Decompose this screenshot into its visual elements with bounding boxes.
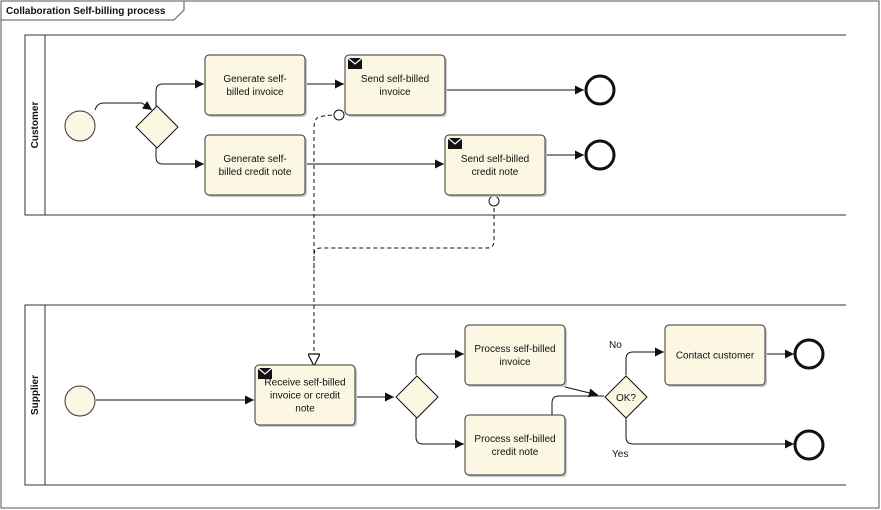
task-box <box>664 324 766 386</box>
task-label-line: invoice <box>379 87 411 98</box>
task-label-line: note <box>295 404 315 415</box>
title-tab: Collaboration Self-billing process <box>0 0 185 21</box>
message-flow-invoice <box>314 109 345 366</box>
task-box <box>204 54 306 116</box>
envelope-icon <box>257 367 273 379</box>
task-label-line: Receive self-billed <box>264 378 345 389</box>
task-gen-invoice: Generate self-billed invoice <box>204 54 307 117</box>
task-box <box>444 134 546 196</box>
flow-ok-to-end <box>625 417 794 449</box>
task-receive: Receive self-billed invoice or credit note <box>254 364 357 427</box>
task-send-invoice: Send self-billed invoice <box>344 54 447 117</box>
edge-label-yes: Yes <box>612 449 628 460</box>
end-event-ok <box>793 429 825 461</box>
flow-gateway-to-generate-invoice <box>155 79 204 106</box>
task-label-line: invoice or credit <box>270 391 340 402</box>
start-event-supplier <box>64 385 96 417</box>
task-label-line: Send self-billed <box>361 74 429 85</box>
task-send-credit: Send self-billed credit note <box>444 134 547 197</box>
task-label-line: Contact customer <box>676 351 755 362</box>
flow-gateway-to-process-credit <box>415 418 464 449</box>
pool-supplier: Supplier <box>24 304 846 486</box>
gateway-supplier <box>395 375 439 419</box>
task-label-line: billed credit note <box>219 167 292 178</box>
flow-process-credit-to-ok <box>551 395 604 415</box>
envelope-icon <box>447 137 463 149</box>
gateway-customer <box>135 105 179 149</box>
task-proc-invoice: Process self-billed invoice <box>464 324 567 387</box>
task-gen-credit: Generate self-billed credit note <box>204 134 307 197</box>
task-box <box>204 134 306 196</box>
task-label-line: invoice <box>499 357 531 368</box>
task-label-line: Generate self- <box>223 154 286 165</box>
flow-process-invoice-to-ok <box>564 386 599 398</box>
end-event-credit-sent <box>584 139 616 171</box>
task-box <box>254 364 356 426</box>
flow-gateway-to-process-invoice <box>415 349 464 375</box>
task-box <box>464 414 566 476</box>
diagram-title: Collaboration Self-billing process <box>6 6 166 17</box>
flow-gateway-to-generate-credit <box>155 148 204 169</box>
pool-customer: Customer <box>24 34 846 216</box>
task-label-line: billed invoice <box>226 87 284 98</box>
task-label-line: credit note <box>492 447 539 458</box>
flow-ok-to-contact <box>625 347 664 375</box>
task-label-line: Process self-billed <box>474 434 555 445</box>
lane-label-supplier: Supplier <box>30 375 41 415</box>
task-label-line: Process self-billed <box>474 344 555 355</box>
task-box <box>344 54 446 116</box>
task-label-line: credit note <box>472 167 519 178</box>
envelope-icon <box>347 57 363 69</box>
end-event-contact <box>793 338 825 370</box>
gateway-ok: OK? <box>604 375 648 419</box>
lane-label-customer: Customer <box>30 102 41 149</box>
task-contact: Contact customer <box>664 324 767 387</box>
task-label-line: Send self-billed <box>461 154 529 165</box>
task-box <box>464 324 566 386</box>
task-label-line: Generate self- <box>223 74 286 85</box>
start-event-customer <box>64 110 96 142</box>
flow-start-to-gateway <box>94 101 153 111</box>
gateway-ok-label: OK? <box>616 393 636 404</box>
task-proc-credit: Process self-billed credit note <box>464 414 567 477</box>
edge-label-no: No <box>609 340 622 351</box>
end-event-invoice-sent <box>584 74 616 106</box>
